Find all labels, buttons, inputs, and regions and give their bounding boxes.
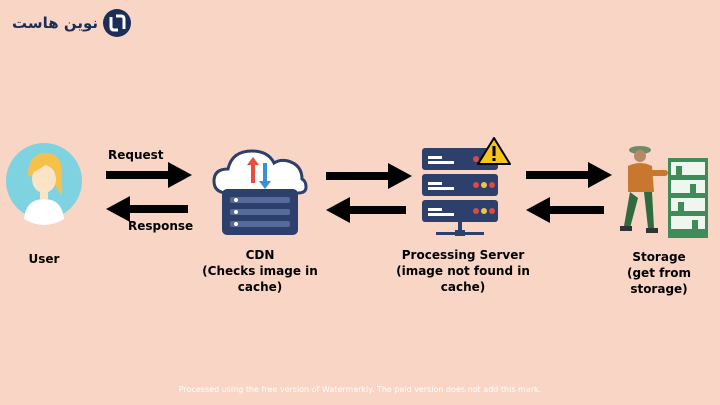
brand-logo-text: نوین هاست [12, 14, 99, 32]
brand-logo-icon [103, 9, 132, 37]
response-label: Response [128, 219, 194, 233]
request-label: Request [108, 148, 164, 162]
processing-title: Processing Server [401, 248, 525, 262]
server-rack-warning-icon [422, 137, 511, 236]
cdn-title: CDN [245, 248, 275, 262]
cdn-label: CDN (Checks image in cache) [180, 247, 340, 295]
user-node [6, 143, 82, 243]
cdn-subtitle: (Checks image in cache) [202, 264, 318, 294]
request-arrow [106, 162, 192, 188]
cdn-to-processing-arrow [326, 163, 412, 189]
processing-subtitle: (image not found in cache) [396, 264, 530, 294]
cloud-server-icon [212, 149, 308, 235]
brand-logo: نوین هاست [12, 8, 132, 38]
watermark-note: Processed using the free version of Wate… [178, 385, 542, 394]
storage-to-processing-arrow [526, 197, 604, 223]
storage-label: Storage (get from storage) [600, 249, 718, 297]
user-avatar-icon [6, 143, 82, 225]
storage-subtitle: (get from storage) [626, 266, 691, 296]
processing-to-storage-arrow [526, 162, 612, 188]
response-arrow [106, 196, 188, 222]
user-label: User [28, 252, 60, 266]
processing-to-cdn-arrow [326, 197, 406, 223]
storage-title: Storage [632, 250, 686, 264]
warehouse-worker-icon [620, 146, 708, 238]
processing-label: Processing Server (image not found in ca… [374, 247, 552, 295]
